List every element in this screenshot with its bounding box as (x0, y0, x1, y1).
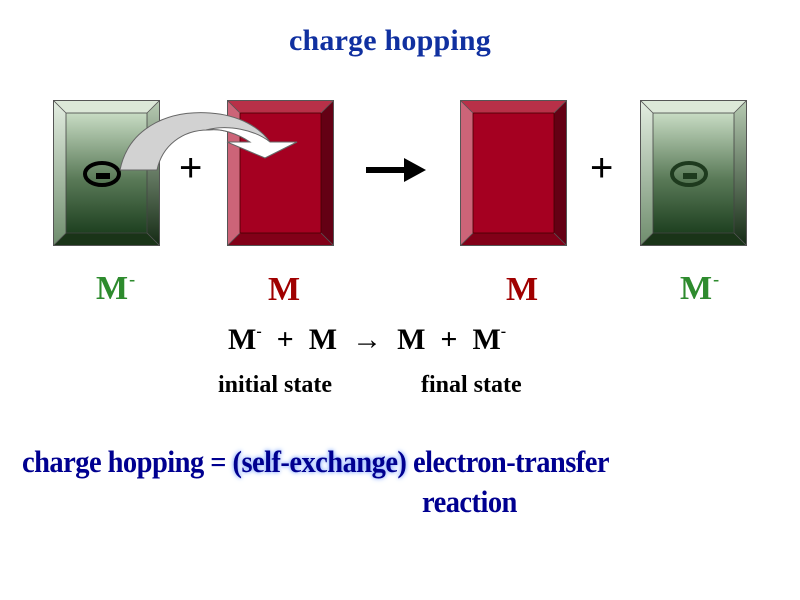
label-reduced-left: M- (96, 269, 136, 307)
reduced-molecule-box-right (640, 100, 747, 246)
label-neutral-left: M (268, 271, 301, 308)
plus-sign-right: + (590, 146, 614, 190)
reaction-arrow-icon (366, 158, 426, 182)
final-state-label: final state (421, 372, 522, 398)
electron-hop-curved-arrow-icon (119, 112, 298, 171)
negative-charge-icon (83, 161, 121, 187)
plus-sign-left: + (179, 146, 203, 190)
definition-line-2: reaction (422, 484, 517, 519)
neutral-molecule-box-right (460, 100, 567, 246)
negative-charge-icon (670, 161, 708, 187)
self-exchange-highlight: (self-exchange) (232, 444, 407, 479)
label-reduced-right: M- (680, 269, 720, 307)
reduced-molecule-box-left (53, 100, 160, 246)
page-title: charge hopping (288, 24, 491, 57)
reaction-equation: M- + M → M + M- (228, 323, 507, 356)
label-neutral-right: M (506, 271, 539, 308)
initial-state-label: initial state (218, 372, 332, 398)
definition-line-1: charge hopping = (self-exchange) electro… (22, 444, 609, 479)
